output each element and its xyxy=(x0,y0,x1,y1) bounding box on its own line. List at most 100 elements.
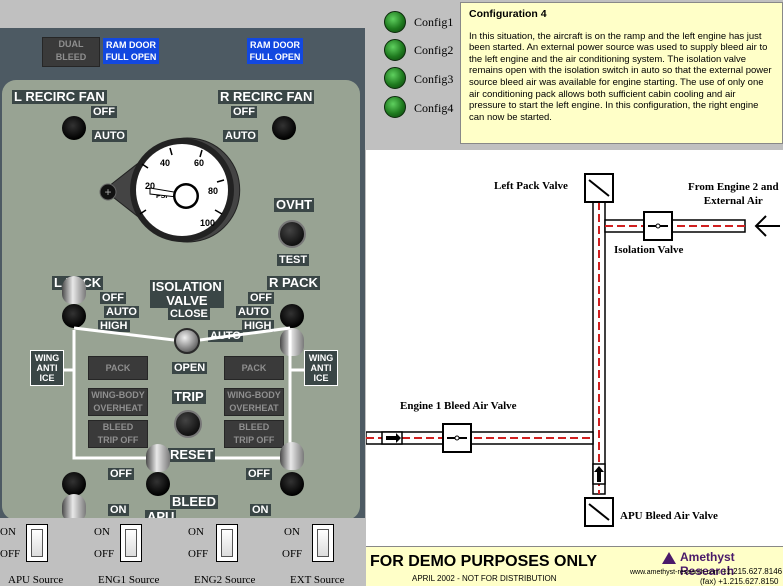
source-switch-bar: ON OFF APU Source ON OFF ENG1 Source ON … xyxy=(0,518,366,586)
from-engine2-label: From Engine 2 and External Air xyxy=(688,181,779,207)
apu-check-valve xyxy=(592,463,606,485)
company-web: www.amethyst-research.com +1.215.627.814… xyxy=(630,567,783,576)
wing-anti-ice-left-light: WING ANTI ICE xyxy=(30,350,64,386)
ext-source-on-label: ON xyxy=(284,526,300,538)
bleed-air-diagram: Left Pack Valve From Engine 2 and Extern… xyxy=(366,150,783,546)
eng1-source-label: ENG1 Source xyxy=(98,574,160,586)
apu-bleed-valve[interactable] xyxy=(584,497,614,527)
gauge-tick-60: 60 xyxy=(194,158,204,168)
config2-button[interactable] xyxy=(384,39,406,61)
eng2-bleed-switch[interactable] xyxy=(280,442,304,470)
trip-label: TRIP xyxy=(172,389,206,404)
eng1-source-off-label: OFF xyxy=(94,548,115,560)
r-wing-body-overheat-light: WING-BODY OVERHEAT xyxy=(224,388,284,416)
engine1-bleed-valve[interactable] xyxy=(442,423,472,453)
eng1-bleed-on-label: ON xyxy=(108,504,129,516)
ext-source-switch[interactable] xyxy=(312,524,334,562)
company-name: Amethyst Research xyxy=(680,550,735,578)
wing-anti-ice-right-light: WING ANTI ICE xyxy=(304,350,338,386)
config4-label[interactable]: Config4 xyxy=(414,101,454,115)
r-recirc-fan-switch[interactable] xyxy=(272,116,296,140)
vertical-duct xyxy=(592,201,606,495)
r-recirc-auto-label: AUTO xyxy=(223,130,258,142)
dual-bleed-light: DUAL BLEED xyxy=(42,37,100,67)
inner-panel: L RECIRC FAN R RECIRC FAN OFF AUTO OFF A… xyxy=(2,80,360,524)
ram-door-right-light: RAM DOOR FULL OPEN xyxy=(247,38,303,64)
r-recirc-fan-label: R RECIRC FAN xyxy=(218,89,315,104)
eng2-source-label: ENG2 Source xyxy=(194,574,256,586)
ovht-label: OVHT xyxy=(274,197,315,212)
engine1-bleed-valve-label: Engine 1 Bleed Air Valve xyxy=(400,400,517,412)
gauge-tick-80: 80 xyxy=(208,186,218,196)
ram-door-left-light: RAM DOOR FULL OPEN xyxy=(103,38,159,64)
eng1-source-on-label: ON xyxy=(94,526,110,538)
left-pack-valve[interactable] xyxy=(584,173,614,203)
gauge-tick-40: 40 xyxy=(160,158,170,168)
ext-source-label: EXT Source xyxy=(290,574,345,586)
config3-button[interactable] xyxy=(384,67,406,89)
config2-label[interactable]: Config2 xyxy=(414,43,454,57)
r-recirc-off-label: OFF xyxy=(231,106,257,118)
l-bleed-trip-off-light: BLEED TRIP OFF xyxy=(88,420,148,448)
apu-bleed-valve-label: APU Bleed Air Valve xyxy=(620,510,718,522)
eng1-source-switch[interactable] xyxy=(120,524,142,562)
bleed-label: BLEED xyxy=(170,494,219,509)
isolation-open-label: OPEN xyxy=(172,362,208,374)
l-recirc-fan-label: L RECIRC FAN xyxy=(12,89,107,104)
r-pack-off-label: OFF xyxy=(248,292,274,304)
r-pack-light: PACK xyxy=(224,356,284,380)
duct-pressure-gauge: + 20 40 60 80 100 PSI xyxy=(99,137,241,243)
r-pack-auto-label: AUTO xyxy=(236,306,271,318)
l-recirc-off-label: OFF xyxy=(91,106,117,118)
demo-subline: APRIL 2002 - NOT FOR DISTRIBUTION xyxy=(412,574,557,583)
configuration-body: In this situation, the aircraft is on th… xyxy=(469,30,772,123)
eng2-bleed-off-label: OFF xyxy=(246,468,272,480)
bleed-air-panel: DUAL BLEED RAM DOOR FULL OPEN RAM DOOR F… xyxy=(0,28,365,524)
isolation-duct xyxy=(604,219,746,233)
r-pack-switch[interactable] xyxy=(280,328,304,356)
left-pack-valve-label: Left Pack Valve xyxy=(494,180,568,192)
config4-button[interactable] xyxy=(384,96,406,118)
trip-reset-button[interactable] xyxy=(174,410,202,438)
apu-source-label: APU Source xyxy=(8,574,64,586)
demo-headline: FOR DEMO PURPOSES ONLY xyxy=(370,553,597,570)
l-recirc-fan-switch[interactable] xyxy=(62,116,86,140)
r-bleed-trip-off-light: BLEED TRIP OFF xyxy=(224,420,284,448)
engine1-duct xyxy=(366,431,594,445)
inflow-arrow xyxy=(754,215,780,237)
l-pack-light: PACK xyxy=(88,356,148,380)
svg-text:+: + xyxy=(104,185,111,199)
config3-label[interactable]: Config3 xyxy=(414,72,454,86)
amethyst-logo-icon xyxy=(662,552,676,564)
eng2-bleed-on-label: ON xyxy=(250,504,271,516)
duct-schematic xyxy=(366,173,780,527)
isolation-close-label: CLOSE xyxy=(168,308,210,320)
engine1-check-valve xyxy=(381,431,403,445)
l-recirc-auto-label: AUTO xyxy=(92,130,127,142)
ovht-test-button[interactable] xyxy=(278,220,306,248)
l-pack-switch-base xyxy=(62,304,86,328)
test-label: TEST xyxy=(277,254,310,266)
eng1-bleed-switch[interactable] xyxy=(62,494,86,522)
gauge-unit-label: PSI xyxy=(156,193,167,200)
l-pack-switch[interactable] xyxy=(62,276,86,304)
configuration-title: Configuration 4 xyxy=(469,8,547,20)
apu-bleed-switch-base xyxy=(146,472,170,496)
isolation-valve[interactable] xyxy=(643,211,673,241)
config1-button[interactable] xyxy=(384,11,406,33)
apu-source-off-label: OFF xyxy=(0,548,21,560)
eng2-bleed-switch-base xyxy=(280,472,304,496)
l-wing-body-overheat-light: WING-BODY OVERHEAT xyxy=(88,388,148,416)
eng2-source-switch[interactable] xyxy=(216,524,238,562)
isolation-valve-diagram-label: Isolation Valve xyxy=(614,244,684,256)
isolation-valve-switch[interactable] xyxy=(174,328,200,354)
apu-source-switch[interactable] xyxy=(26,524,48,562)
r-pack-label: R PACK xyxy=(267,275,320,290)
config1-label[interactable]: Config1 xyxy=(414,15,454,29)
demo-banner: FOR DEMO PURPOSES ONLY APRIL 2002 - NOT … xyxy=(366,546,783,586)
apu-bleed-switch[interactable] xyxy=(146,444,170,472)
eng1-bleed-off-label: OFF xyxy=(108,468,134,480)
reset-label: RESET xyxy=(168,447,216,462)
isolation-valve-label: ISOLATION VALVE xyxy=(150,279,224,308)
eng2-source-on-label: ON xyxy=(188,526,204,538)
